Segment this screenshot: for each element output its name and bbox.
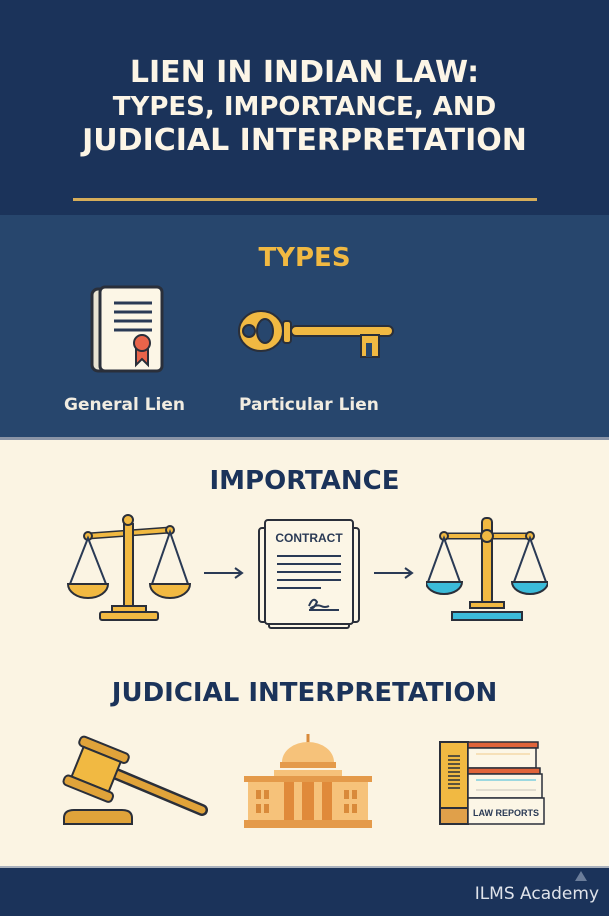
title-line-2: TYPES, IMPORTANCE, AND <box>112 92 497 122</box>
types-section: TYPES General Lien Particular Lien <box>0 215 609 438</box>
title-line-1: LIEN IN INDIAN LAW: <box>129 55 480 90</box>
section-divider <box>0 437 609 440</box>
header-banner: LIEN IN INDIAN LAW: TYPES, IMPORTANCE, A… <box>0 0 609 215</box>
scales-of-justice-balanced-icon <box>426 517 548 621</box>
courthouse-icon <box>244 734 372 828</box>
content-area: IMPORTANCE CONTRACT <box>0 440 609 868</box>
svg-text:CONTRACT: CONTRACT <box>275 531 343 545</box>
footer-divider <box>0 866 609 868</box>
importance-heading: IMPORTANCE <box>209 466 400 496</box>
triangle-logo-icon <box>575 871 587 881</box>
title-line-3: JUDICIAL INTERPRETATION <box>82 123 527 158</box>
scales-of-justice-unbalanced-icon <box>66 514 192 621</box>
types-heading: TYPES <box>258 243 351 273</box>
particular-lien-label: Particular Lien <box>239 395 379 415</box>
gavel-icon <box>62 735 208 825</box>
law-reports-books-icon: LAW REPORTS <box>439 741 545 825</box>
footer-bar: ILMS Academy <box>0 868 609 916</box>
scroll-certificate-icon <box>90 285 164 373</box>
arrow-right-icon <box>374 567 414 579</box>
general-lien-label: General Lien <box>64 395 186 415</box>
title-underline <box>73 198 537 201</box>
contract-document-icon: CONTRACT <box>258 519 360 629</box>
key-icon <box>238 310 394 358</box>
brand-name: ILMS Academy <box>474 884 599 904</box>
judicial-interpretation-heading: JUDICIAL INTERPRETATION <box>111 678 498 708</box>
page-title: LIEN IN INDIAN LAW: TYPES, IMPORTANCE, A… <box>0 56 609 158</box>
law-reports-text: LAW REPORTS <box>473 808 539 818</box>
arrow-right-icon <box>204 567 244 579</box>
